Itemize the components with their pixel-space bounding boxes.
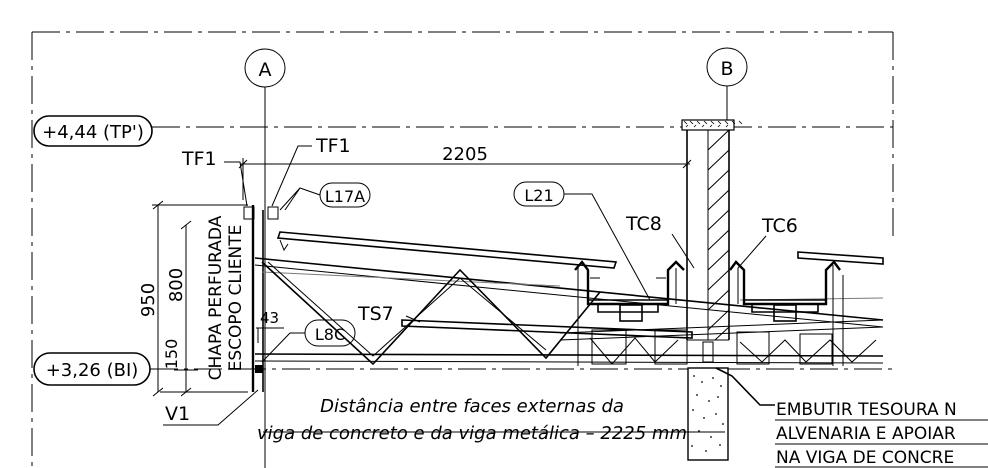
end-post — [243, 205, 279, 392]
embed-plate — [702, 341, 775, 406]
note-embed-line3: NA VIGA DE CONCRE — [776, 448, 954, 468]
note-embed-line2: ALVENARIA E APOIAR — [776, 424, 956, 444]
label-v1: V1 — [165, 403, 190, 425]
dimension-43-value: 43 — [260, 309, 279, 327]
dimension-43: 43 — [256, 309, 284, 343]
grid-axis-b-label: B — [720, 58, 733, 80]
tag-l8c: L8C — [261, 319, 356, 363]
truss-web — [261, 261, 877, 366]
dimension-950: 950 — [138, 283, 159, 317]
label-tf1-right: TF1 — [315, 135, 351, 157]
tag-l17a: L17A — [279, 182, 371, 211]
truss-chords — [254, 257, 884, 364]
purlins — [276, 231, 884, 339]
concrete-column — [681, 119, 743, 461]
level-tag-top: +4,44 (TP') — [33, 115, 153, 147]
tag-l21: L21 — [513, 181, 651, 301]
note-perforated-plate-line2: ESCOPO CLIENTE — [226, 225, 246, 372]
tag-l17a-text: L17A — [325, 187, 365, 206]
leader-tf1-right — [271, 145, 312, 207]
leader-tc8 — [671, 233, 695, 269]
note-distance-line1: Distância entre faces externas da — [320, 396, 624, 417]
label-tf1-left: TF1 — [181, 148, 217, 170]
note-distance-line2: viga de concreto e da viga metálica – 22… — [257, 423, 687, 444]
label-tc8: TC8 — [625, 213, 662, 235]
grid-axis-a-label: A — [259, 59, 272, 81]
leader-ts7 — [405, 315, 421, 323]
dimension-span: 2205 — [238, 144, 692, 200]
leader-tf1-left — [224, 161, 248, 207]
leader-v1 — [163, 389, 259, 426]
gutter-right — [729, 260, 841, 322]
drawing-frame — [31, 31, 894, 468]
label-ts7: TS7 — [357, 303, 394, 325]
tag-l21-text: L21 — [524, 186, 553, 205]
note-embed-line1: EMBUTIR TESOURA N — [776, 400, 957, 420]
note-perforated-plate-line1: CHAPA PERFURADA — [206, 215, 226, 380]
gutter-left — [574, 260, 685, 322]
dimension-800: 800 — [166, 268, 187, 302]
level-tag-top-text: +4,44 (TP') — [42, 122, 144, 143]
dimension-150: 150 — [162, 339, 181, 370]
leader-tc6 — [737, 235, 767, 269]
tag-l8c-text: L8C — [315, 325, 345, 344]
dimension-vertical: 950 800 150 — [138, 200, 248, 397]
note-embed-truss: EMBUTIR TESOURA N ALVENARIA E APOIAR NA … — [775, 400, 988, 468]
dimension-span-value: 2205 — [442, 144, 488, 165]
grid-axis-a: A — [244, 48, 286, 468]
level-tag-bottom: +3,26 (BI) — [33, 352, 151, 386]
grid-axis-b: B — [706, 47, 748, 122]
level-tag-bottom-text: +3,26 (BI) — [46, 360, 139, 381]
label-tc6: TC6 — [761, 215, 798, 237]
